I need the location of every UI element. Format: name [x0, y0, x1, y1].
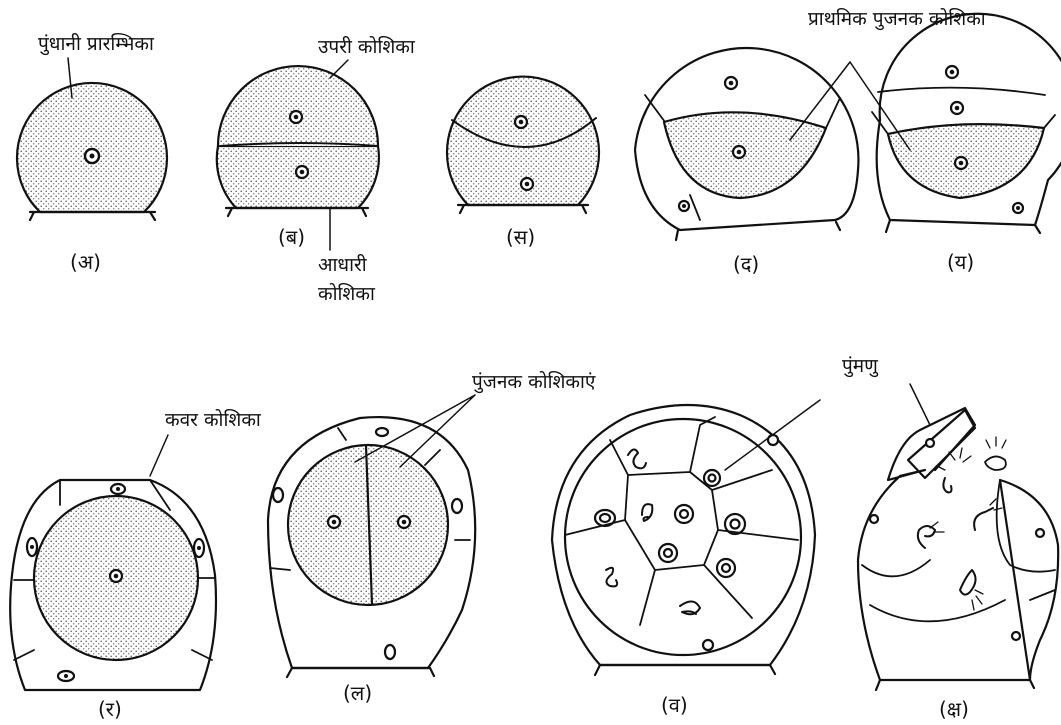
stage-d [635, 48, 858, 240]
jacket-nucleus [1036, 529, 1044, 537]
caption-i: (क्ष) [939, 697, 969, 721]
antherozoid [918, 526, 935, 548]
caption-d: (द) [733, 252, 759, 276]
stage-a [17, 58, 167, 220]
androgonial-cell-mass [565, 419, 801, 655]
leader-line [330, 60, 348, 78]
label-androgonial-cells: पुंजनक कोशिकाएं [472, 370, 596, 394]
cell-wall [218, 66, 378, 146]
jacket-nucleus [870, 515, 878, 523]
jacket-outer [858, 408, 1058, 680]
label-antherozoid: पुंमणु [842, 355, 879, 378]
base-line [287, 668, 434, 677]
label-basal-cell-line1: आधारी [318, 253, 368, 276]
label-basal-cell-line2: कोशिका [318, 282, 376, 305]
jacket-nucleus [1012, 632, 1020, 640]
base-line [595, 665, 775, 675]
caption-a: (अ) [70, 250, 101, 274]
stage-e [790, 14, 1061, 233]
antheridial-initial-cell [17, 83, 167, 212]
stage-c [447, 77, 599, 213]
stage-f [10, 435, 216, 690]
base-line [458, 205, 588, 213]
stage-h [552, 400, 820, 675]
jacket-nucleus [376, 428, 388, 436]
label-primary-androgonial-cell: प्राथमिक पुजनक कोशिका [808, 7, 987, 31]
stage-g [268, 395, 475, 677]
base-line [226, 208, 368, 216]
antherozoid [943, 478, 951, 492]
caption-h: (व) [661, 693, 688, 717]
base-line [30, 212, 155, 220]
jacket-nucleus [926, 439, 934, 447]
label-antheridial-initial: पुंधानी प्रारम्भिका [38, 32, 155, 56]
jacket-cells [862, 480, 1055, 621]
leader-line [910, 384, 930, 425]
leader-line [150, 435, 168, 476]
label-outer-cell: उपरी कोशिका [318, 35, 416, 58]
upper-wall [878, 88, 1045, 95]
caption-c: (स) [506, 225, 535, 249]
antherozoid [974, 508, 993, 530]
caption-b: (ब) [278, 225, 305, 249]
base-line [876, 680, 1034, 690]
label-cover-cell: कवर कोशिका [165, 408, 262, 431]
antherozoid [960, 570, 976, 595]
jacket-nucleus [273, 488, 283, 502]
caption-f: (र) [98, 697, 122, 721]
stage-b [217, 60, 379, 250]
jacket-nucleus [385, 645, 395, 659]
stage-i [858, 384, 1058, 690]
antherozoid [985, 456, 1006, 470]
caption-g: (ल) [343, 681, 372, 705]
caption-e: (य) [947, 250, 974, 274]
jacket-nucleus [452, 499, 462, 513]
jacket-nucleus [703, 640, 713, 650]
